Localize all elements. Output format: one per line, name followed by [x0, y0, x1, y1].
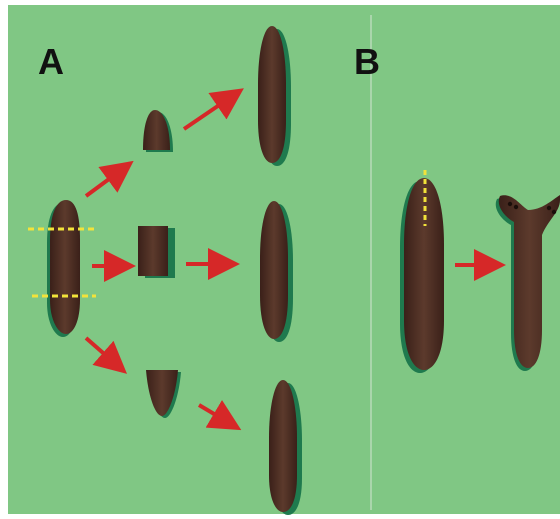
regenerated-worm-middle	[260, 201, 293, 342]
tail-fragment	[146, 370, 181, 418]
head-fragment	[143, 110, 173, 152]
arrow-to-head	[86, 168, 124, 196]
original-worm	[47, 200, 80, 337]
arrow-tail-to-worm	[199, 405, 231, 424]
arrow-to-tail	[86, 338, 118, 366]
regenerated-worm-bottom	[269, 380, 302, 515]
worm-before-split	[400, 178, 444, 373]
panel-b-label: B	[354, 44, 380, 80]
trunk-fragment	[138, 226, 175, 278]
panel-a-label: A	[38, 44, 64, 80]
regenerated-worm-top	[258, 26, 291, 166]
arrow-head-to-worm	[184, 95, 234, 129]
two-headed-worm	[496, 195, 560, 371]
